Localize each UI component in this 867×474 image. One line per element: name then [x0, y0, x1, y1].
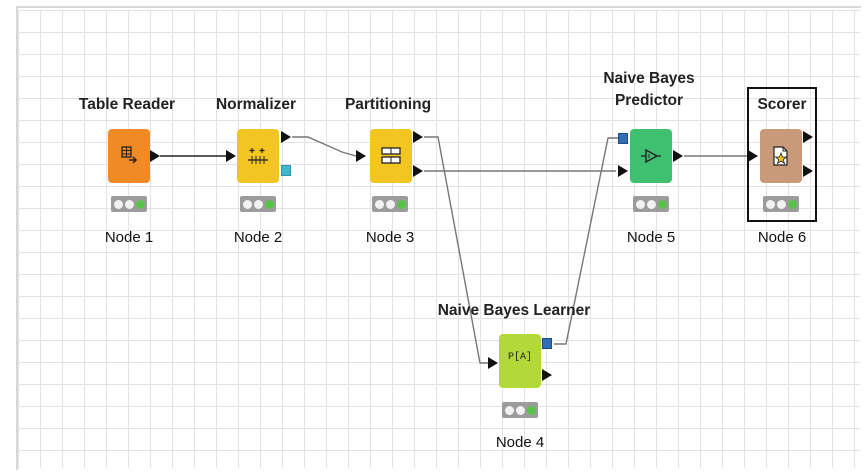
- node2-model-port[interactable]: [281, 165, 291, 176]
- node5-title: Naive Bayes Predictor: [603, 69, 694, 110]
- node5-label[interactable]: Node 5: [626, 229, 676, 246]
- node2-status-indicator: [240, 196, 276, 212]
- node6-title: Scorer: [757, 96, 807, 113]
- node3-input-port[interactable]: [356, 150, 366, 162]
- normalizer-node[interactable]: [237, 129, 279, 183]
- node4-label[interactable]: Node 4: [495, 434, 545, 451]
- normalizer-icon: [248, 148, 268, 164]
- naive-bayes-predictor-node[interactable]: [630, 129, 672, 183]
- node1-title: Table Reader: [78, 96, 176, 113]
- predictor-icon: [641, 148, 661, 164]
- naive-bayes-learner-node[interactable]: P[A]: [499, 334, 541, 388]
- node4-output-port[interactable]: [542, 369, 552, 381]
- scorer-node[interactable]: [760, 129, 802, 183]
- node5-status-indicator: [633, 196, 669, 212]
- node2-label[interactable]: Node 2: [233, 229, 283, 246]
- canvas-grid: [18, 10, 860, 468]
- node3-output-port-bottom[interactable]: [413, 165, 423, 177]
- node6-status-indicator: [763, 196, 799, 212]
- node1-label[interactable]: Node 1: [104, 229, 154, 246]
- node1-output-port[interactable]: [150, 150, 160, 162]
- node6-label[interactable]: Node 6: [757, 229, 807, 246]
- connection-node4-node5[interactable]: [554, 137, 618, 345]
- node4-title: Naive Bayes Learner: [437, 302, 591, 319]
- node4-model-output-port[interactable]: [542, 338, 552, 349]
- node4-input-port[interactable]: [488, 357, 498, 369]
- node3-status-indicator: [372, 196, 408, 212]
- node1-status-indicator: [111, 196, 147, 212]
- node5-output-port[interactable]: [673, 150, 683, 162]
- node3-label[interactable]: Node 3: [365, 229, 415, 246]
- node5-title-line2: Predictor: [614, 92, 684, 109]
- node2-output-port[interactable]: [281, 131, 291, 143]
- table-reader-icon: [121, 146, 138, 164]
- table-reader-node[interactable]: [108, 129, 150, 183]
- node6-output-port-bottom[interactable]: [803, 165, 813, 177]
- node2-title: Normalizer: [215, 96, 297, 113]
- node4-status-indicator: [502, 402, 538, 418]
- scorer-icon: [773, 146, 788, 166]
- node5-input-port[interactable]: [618, 165, 628, 177]
- node6-output-port-top[interactable]: [803, 131, 813, 143]
- node3-title: Partitioning: [344, 96, 432, 113]
- node5-title-line1: Naive Bayes: [603, 70, 695, 87]
- node6-input-port[interactable]: [748, 150, 758, 162]
- node5-model-input-port[interactable]: [618, 133, 628, 144]
- connection-node2-node3[interactable]: [292, 136, 357, 157]
- partitioning-node[interactable]: [370, 129, 412, 183]
- node2-input-port[interactable]: [226, 150, 236, 162]
- partitioning-icon: [381, 147, 401, 164]
- learner-icon: P[A]: [507, 352, 532, 363]
- node3-output-port-top[interactable]: [413, 131, 423, 143]
- connection-node3-node4[interactable]: [424, 136, 488, 364]
